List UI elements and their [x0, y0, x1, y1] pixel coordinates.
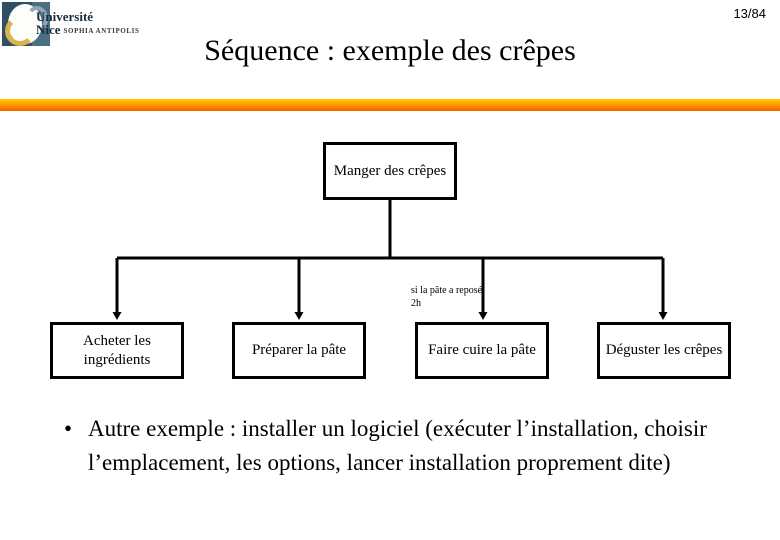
- university-logo-mark: [2, 2, 50, 46]
- orange-divider-bar: [0, 99, 780, 111]
- bullet-list: • Autre exemple : installer un logiciel (…: [52, 412, 742, 480]
- activity-node-manger-des-crepes[interactable]: Manger des crêpes: [323, 142, 457, 200]
- logo-nice-word: Nice: [36, 22, 61, 37]
- bullet-item-autre-exemple: • Autre exemple : installer un logiciel (…: [52, 412, 742, 480]
- activity-node-preparer-la-pate[interactable]: Préparer la pâte: [232, 322, 366, 379]
- activity-node-acheter-les-ingredients[interactable]: Acheter les ingrédients: [50, 322, 184, 379]
- guard-condition-label: si la pâte a reposé 2h: [411, 285, 483, 309]
- activity-node-deguster-les-crepes[interactable]: Déguster les crêpes: [597, 322, 731, 379]
- activity-node-faire-cuire-la-pate[interactable]: Faire cuire la pâte: [415, 322, 549, 379]
- logo-sophia-antipolis-word: SOPHIA ANTIPOLIS: [63, 27, 140, 35]
- page-number: 13/84: [733, 6, 766, 21]
- bullet-text: Autre exemple : installer un logiciel (e…: [88, 416, 707, 475]
- bullet-marker-icon: •: [64, 416, 73, 441]
- logo-grey-arc: [26, 6, 48, 32]
- logo-gold-arc: [5, 16, 35, 46]
- slide-title: Séquence : exemple des crêpes: [204, 34, 576, 67]
- logo-line-universite: Université: [36, 9, 94, 24]
